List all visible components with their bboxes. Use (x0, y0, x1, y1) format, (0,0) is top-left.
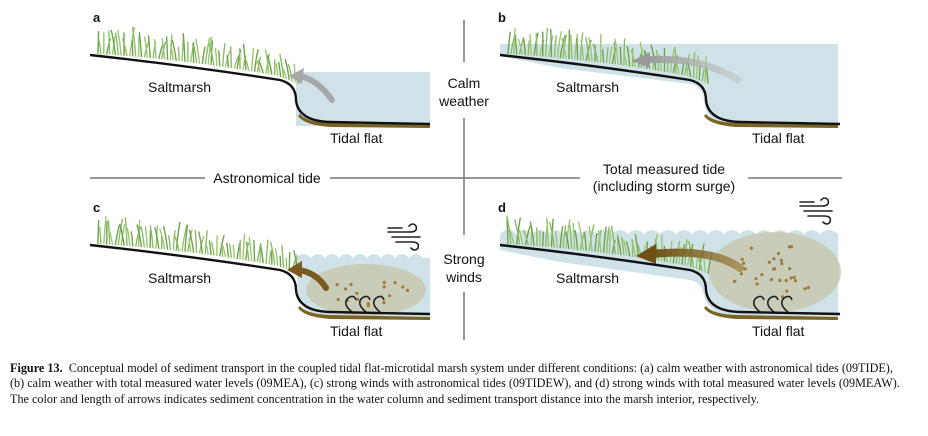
sediment-arrow-head (289, 68, 304, 84)
marsh-grass (507, 27, 709, 84)
wind-icon (799, 197, 833, 225)
bed-resuspension-eddies (344, 295, 385, 313)
sediment-arrow (648, 248, 744, 272)
panel-letter-c: c (93, 200, 100, 215)
panel-letter-b: b (498, 10, 506, 25)
caption-label: Figure 13. (10, 361, 63, 375)
astronomical-tide-label: Astronomical tide (213, 170, 321, 186)
tidal-flat-label: Tidal flat (330, 323, 383, 339)
panel-letter-d: d (498, 200, 506, 215)
ground-profile (499, 243, 841, 316)
wind-icon (387, 223, 421, 251)
tidal-flat-mud (704, 306, 838, 320)
strong-winds-label-line2: winds (445, 269, 482, 285)
figure-caption: Figure 13. Conceptual model of sediment … (10, 361, 910, 407)
strong-winds-label-line1: Strong (443, 251, 484, 267)
tidal-flat-label: Tidal flat (330, 130, 383, 146)
panel-b: b Saltmarsh Tidal flat (498, 10, 841, 146)
suspended-sediment (335, 280, 410, 308)
tidal-flat-label: Tidal flat (752, 323, 805, 339)
panel-letter-a: a (93, 10, 101, 25)
calm-weather-label-line1: Calm (448, 75, 481, 91)
panel-c: c Saltmarsh Tidal flat (89, 200, 431, 339)
sediment-arrow-head (636, 244, 656, 264)
saltmarsh-label: Saltmarsh (148, 270, 211, 286)
marsh-grass (97, 216, 299, 274)
tidal-flat-label: Tidal flat (752, 130, 805, 146)
sediment-arrow-head (632, 52, 650, 68)
ground-profile (89, 53, 431, 126)
sediment-cloud (306, 264, 426, 316)
tidal-flat-mud (704, 114, 838, 128)
saltmarsh-label: Saltmarsh (556, 79, 619, 95)
sediment-arrow (297, 73, 335, 103)
calm-weather-label-line2: weather (438, 93, 489, 109)
conceptual-diagram: Calm weather Strong winds Astronomical t… (89, 10, 842, 340)
suspended-sediment (732, 245, 810, 299)
total-measured-tide-label-line1: Total measured tide (603, 161, 725, 177)
sediment-arrow-head (287, 261, 302, 278)
caption-text: Conceptual model of sediment transport i… (10, 361, 900, 406)
ground-profile (499, 53, 841, 126)
saltmarsh-label: Saltmarsh (556, 270, 619, 286)
sediment-cloud (709, 232, 841, 312)
water-body (296, 72, 430, 126)
total-measured-tide-label-line2: (including storm surge) (593, 178, 735, 194)
tidal-flat-mud (298, 306, 430, 320)
sediment-arrow (642, 55, 742, 84)
panel-a: a Saltmarsh Tidal flat (89, 10, 431, 146)
ground-profile (89, 243, 431, 316)
bed-resuspension-eddies (752, 295, 793, 313)
panel-d: d Saltmarsh Tidal flat (498, 197, 841, 339)
saltmarsh-label: Saltmarsh (148, 79, 211, 95)
marsh-grass (97, 26, 302, 84)
